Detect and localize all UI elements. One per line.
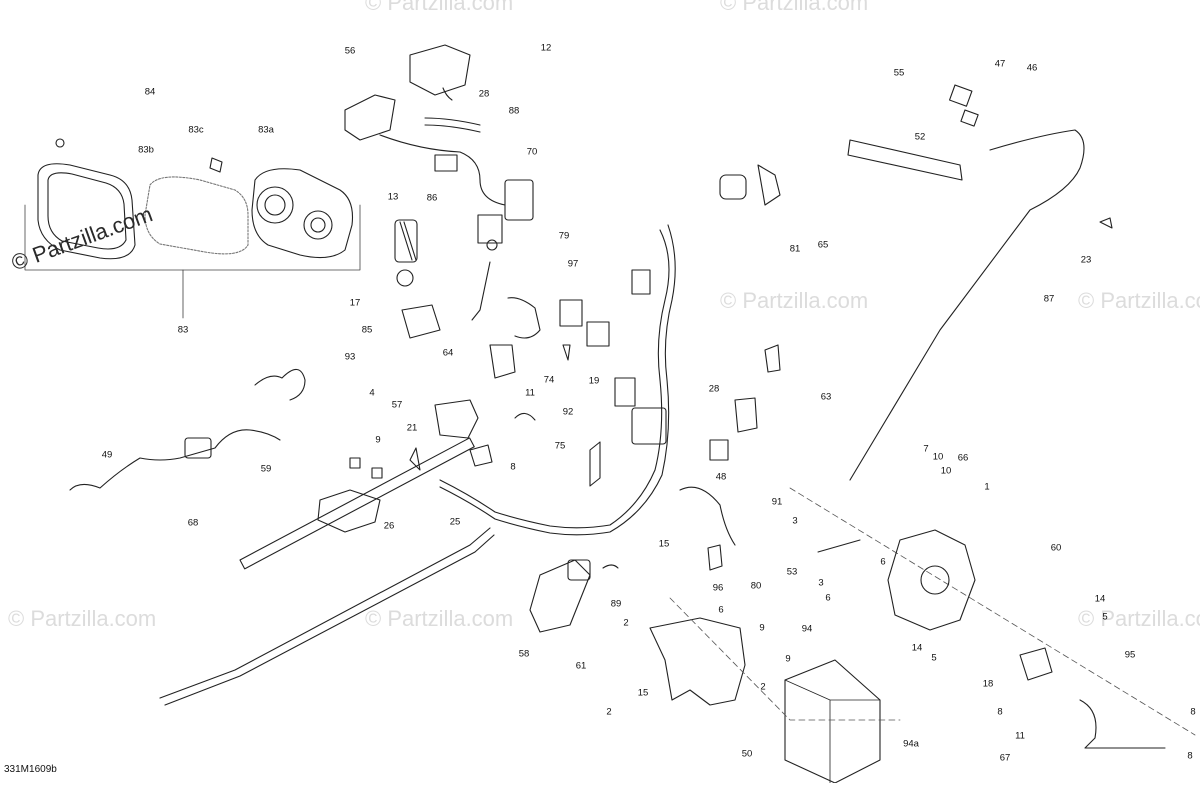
callout-label: 56 xyxy=(344,45,356,57)
mounting-bracket-part xyxy=(649,617,746,706)
battery-box-part xyxy=(784,659,881,784)
callout-label: 55 xyxy=(893,67,905,79)
gauge-bezel-part xyxy=(37,163,136,260)
callout-label: 96 xyxy=(712,582,724,594)
callout-label: 84 xyxy=(144,86,156,98)
callout-label: 83 xyxy=(177,324,189,336)
callout-label: 80 xyxy=(750,580,762,592)
callout-label: 11 xyxy=(525,387,535,399)
callout-label: 6 xyxy=(718,604,724,616)
callout-label: 64 xyxy=(442,347,454,359)
callout-label: 9 xyxy=(759,622,765,634)
callout-label: 10 xyxy=(940,465,952,477)
callout-label: 50 xyxy=(741,748,753,760)
callout-label: 4 xyxy=(369,387,375,399)
callout-label: 3 xyxy=(792,515,798,527)
callout-label: 26 xyxy=(383,520,395,532)
callout-label: 14 xyxy=(911,642,923,654)
callout-label: 65 xyxy=(817,239,829,251)
callout-label: 5 xyxy=(931,652,937,664)
throttle-body-part xyxy=(887,529,976,631)
callout-label: 13 xyxy=(387,191,399,203)
gauge-cluster-part xyxy=(251,168,354,259)
callout-label: 9 xyxy=(785,653,791,665)
callout-label: 67 xyxy=(999,752,1011,764)
callout-label: 89 xyxy=(610,598,622,610)
callout-label: 2 xyxy=(623,617,629,629)
callout-label: 86 xyxy=(426,192,438,204)
callout-label: 59 xyxy=(260,463,272,475)
callout-label: 9 xyxy=(375,434,381,446)
callout-label: 88 xyxy=(508,105,520,117)
callout-label: 52 xyxy=(914,131,926,143)
callout-label: 6 xyxy=(825,592,831,604)
callout-label: 49 xyxy=(101,449,113,461)
callout-label: 66 xyxy=(957,452,969,464)
callout-label: 83b xyxy=(138,144,154,156)
callout-label: 79 xyxy=(558,230,570,242)
callout-label: 68 xyxy=(187,517,199,529)
callout-label: 94a xyxy=(903,738,919,750)
callout-label: 53 xyxy=(786,566,798,578)
callout-label: 3 xyxy=(818,577,824,589)
callout-label: 8 xyxy=(997,706,1003,718)
callout-label: 28 xyxy=(708,383,720,395)
callout-label: 63 xyxy=(820,391,832,403)
callout-label: 2 xyxy=(606,706,612,718)
callout-label: 60 xyxy=(1050,542,1062,554)
callout-label: 7 xyxy=(923,443,929,455)
callout-label: 81 xyxy=(789,243,801,255)
callout-label: 58 xyxy=(518,648,530,660)
callout-label: 75 xyxy=(554,440,566,452)
callout-label: 8 xyxy=(1187,750,1193,762)
callout-label: 14 xyxy=(1094,593,1106,605)
callout-label: 17 xyxy=(349,297,361,309)
callout-label: 95 xyxy=(1124,649,1136,661)
callout-label: 11 xyxy=(1015,730,1025,742)
callout-label: 91 xyxy=(771,496,783,508)
callout-label: 18 xyxy=(982,678,994,690)
callout-label: 15 xyxy=(658,538,670,550)
callout-label: 10 xyxy=(932,451,944,463)
callout-label: 23 xyxy=(1080,254,1092,266)
callout-label: 83a xyxy=(258,124,274,136)
callout-label: 83c xyxy=(188,124,204,136)
callout-label: 8 xyxy=(510,461,516,473)
callout-label: 1 xyxy=(984,481,990,493)
callout-label: 48 xyxy=(715,471,727,483)
drawing-code: 331M1609b xyxy=(4,764,57,775)
callout-label: 92 xyxy=(562,406,574,418)
callout-label: 74 xyxy=(543,374,555,386)
callout-label: 46 xyxy=(1026,62,1038,74)
main-harness-part xyxy=(439,229,670,529)
callout-label: 94 xyxy=(801,623,813,635)
callout-label: 2 xyxy=(760,681,766,693)
callout-label: 6 xyxy=(880,556,886,568)
callout-label: 57 xyxy=(391,399,403,411)
callout-label: 93 xyxy=(344,351,356,363)
callout-label: 25 xyxy=(449,516,461,528)
callout-label: 61 xyxy=(575,660,587,672)
callout-label: 19 xyxy=(588,375,600,387)
callout-label: 87 xyxy=(1043,293,1055,305)
ecu-module-part xyxy=(317,489,381,533)
callout-label: 28 xyxy=(478,88,490,100)
callout-label: 85 xyxy=(361,324,373,336)
callout-label: 8 xyxy=(1190,706,1196,718)
callout-label: 15 xyxy=(637,687,649,699)
callout-label: 70 xyxy=(526,146,538,158)
callout-label: 97 xyxy=(567,258,579,270)
callout-label: 21 xyxy=(406,422,418,434)
callout-label: 12 xyxy=(540,42,552,54)
callout-label: 47 xyxy=(994,58,1006,70)
cable-sleeve-part xyxy=(239,437,475,570)
callout-label: 5 xyxy=(1102,611,1108,623)
